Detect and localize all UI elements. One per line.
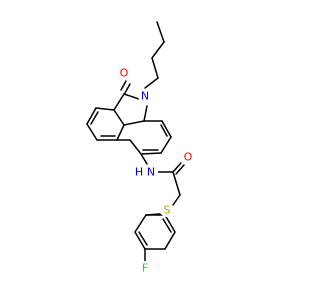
atom-labels: O N N H O S F (117, 66, 195, 275)
amide-oxygen-label: O (184, 151, 193, 164)
bond (156, 21, 165, 43)
ring-nitrogen-label: N (141, 90, 149, 103)
bond (134, 214, 147, 233)
amide-oxygen-atom: O (181, 150, 195, 164)
bond (144, 77, 159, 89)
bond (151, 57, 159, 79)
carbonyl-oxygen-atom: O (117, 66, 131, 80)
bond (123, 93, 140, 100)
bond (172, 194, 181, 206)
bond (172, 171, 181, 196)
bond (113, 109, 125, 126)
bond (124, 83, 131, 94)
amide-nitrogen-label: N (147, 166, 155, 179)
ring-nitrogen-atom: N (138, 89, 152, 103)
bond (140, 153, 148, 165)
bond (113, 93, 125, 111)
amide-hydrogen-label: H (135, 166, 143, 179)
bond (160, 136, 172, 154)
bond (164, 231, 176, 250)
amide-nitrogen-atom: N H (133, 165, 158, 179)
bond-lines (86, 21, 185, 263)
sulfur-label: S (164, 204, 171, 217)
sulfur-atom: S (160, 203, 174, 217)
bond (143, 105, 148, 122)
bond (134, 231, 146, 250)
bond (164, 214, 176, 233)
bond (175, 164, 185, 175)
bond (151, 41, 165, 59)
bond (172, 162, 182, 173)
molecule-diagram: O N N H O S F (86, 21, 195, 275)
bond (129, 139, 142, 155)
bond (161, 120, 172, 138)
fluorine-label: F (142, 262, 148, 275)
bond (123, 120, 145, 126)
fluorine-atom: F (138, 261, 152, 275)
bond (162, 218, 172, 233)
bond (138, 231, 148, 246)
bond (140, 152, 162, 155)
carbonyl-oxygen-label: O (120, 67, 129, 80)
bond (95, 107, 115, 111)
bond (86, 123, 98, 141)
bond (90, 111, 99, 125)
bond (116, 124, 125, 141)
bond (86, 107, 97, 125)
bond (120, 80, 127, 91)
bond (160, 124, 168, 137)
